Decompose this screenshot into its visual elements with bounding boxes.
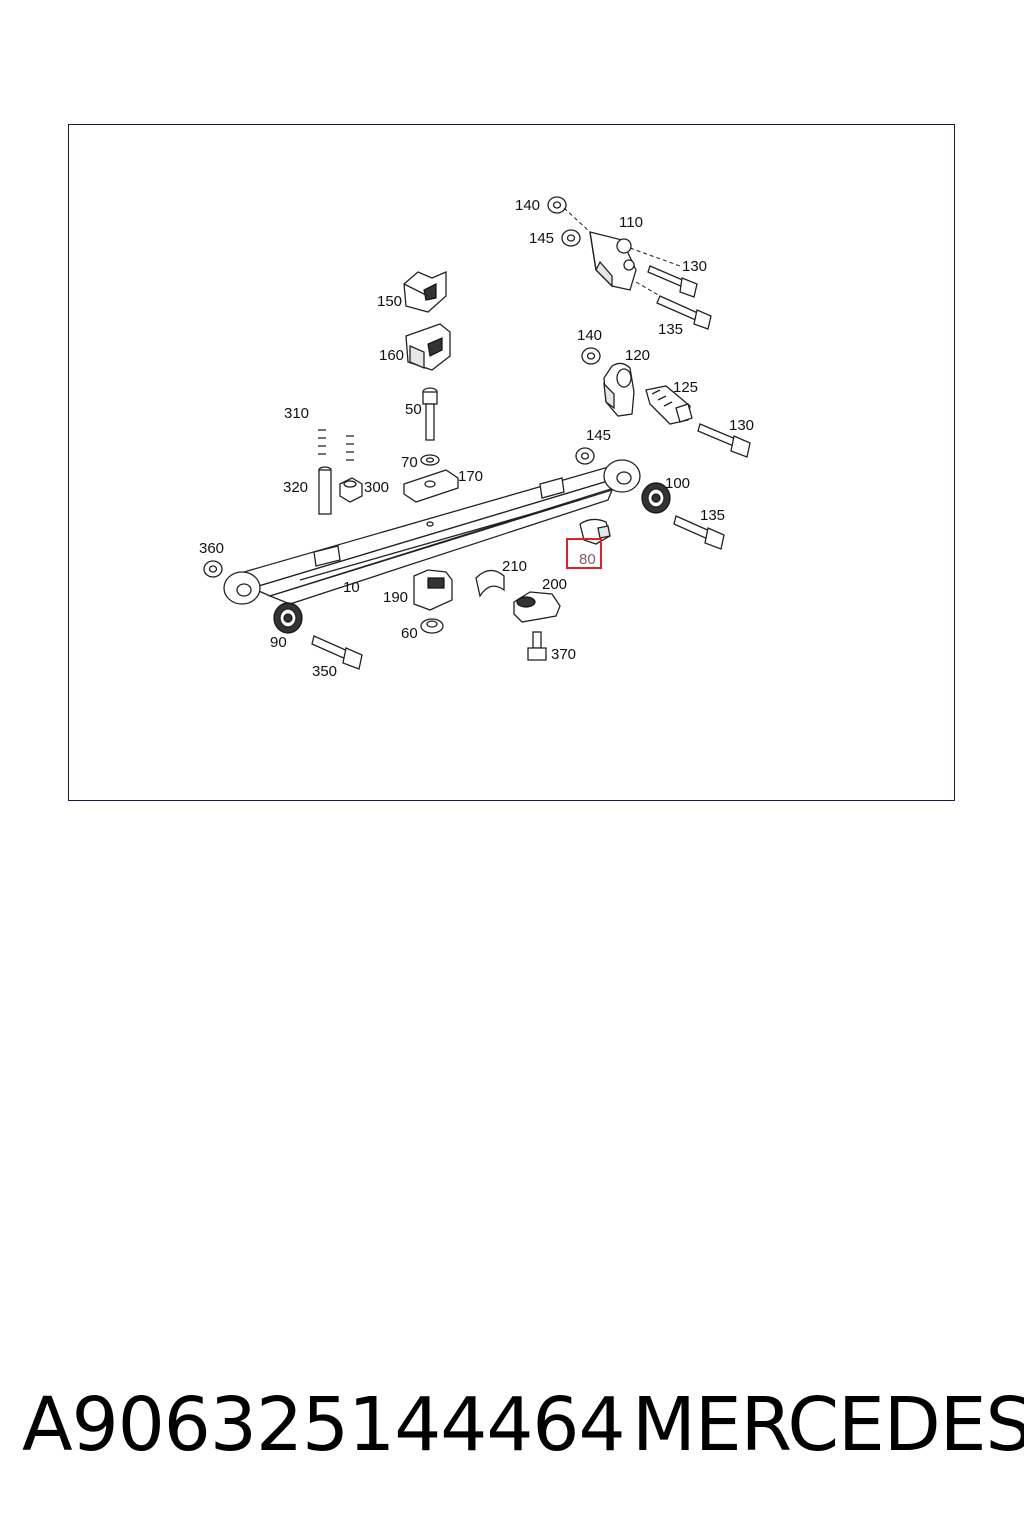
- callout-140-mid: 140: [577, 327, 602, 344]
- washer-140-mid: [581, 347, 601, 365]
- spacer-320: [318, 466, 332, 515]
- bushing-90: [273, 602, 303, 634]
- leaf-spring-10: [223, 459, 641, 605]
- callout-125: 125: [673, 379, 698, 396]
- highlighted-callout-80[interactable]: 80: [566, 538, 602, 569]
- footer-row: A906325144464 MERCEDES: [0, 1380, 1024, 1470]
- callout-210: 210: [502, 558, 527, 575]
- callout-120: 120: [625, 347, 650, 364]
- callout-70: 70: [401, 454, 418, 471]
- bolt-50: [422, 387, 438, 441]
- callout-130-mid: 130: [729, 417, 754, 434]
- callout-370: 370: [551, 646, 576, 663]
- part-number: A906325144464: [22, 1382, 626, 1468]
- diagram-frame: [68, 124, 955, 801]
- callout-190: 190: [383, 589, 408, 606]
- callout-90: 90: [270, 634, 287, 651]
- block-190: [413, 569, 453, 611]
- bolt-370: [527, 631, 547, 661]
- highlight-box: [566, 538, 602, 569]
- bolt-135-right: [673, 515, 725, 550]
- callout-310: 310: [284, 405, 309, 422]
- bracket-120: [603, 362, 635, 417]
- bushing-100: [641, 482, 671, 514]
- brand-name: MERCEDES: [632, 1382, 1024, 1468]
- callout-60: 60: [401, 625, 418, 642]
- pad-160: [405, 323, 451, 371]
- bolt-350: [311, 635, 363, 670]
- nut-300: [339, 477, 363, 503]
- callout-140-top: 140: [515, 197, 540, 214]
- bolt-130-mid: [697, 423, 751, 458]
- washer-145-top: [561, 229, 581, 247]
- u-bolt-310: [318, 380, 354, 464]
- callout-labels: 140 145 110 130 135 150 160 310 50 140 1…: [199, 197, 754, 680]
- callout-50: 50: [405, 401, 422, 418]
- callout-100: 100: [665, 475, 690, 492]
- callout-110: 110: [619, 214, 643, 231]
- callout-145-top: 145: [529, 230, 554, 247]
- callout-135-top: 135: [658, 321, 683, 338]
- pad-150: [403, 271, 447, 313]
- callout-145-mid: 145: [586, 427, 611, 444]
- nut-60: [420, 618, 444, 634]
- callout-350: 350: [312, 663, 337, 680]
- callout-10: 10: [343, 579, 360, 596]
- washer-140-top: [547, 196, 567, 214]
- callout-80: 80: [579, 551, 596, 568]
- bracket-200: [513, 591, 561, 623]
- callout-130-top: 130: [682, 258, 707, 275]
- callout-200: 200: [542, 576, 567, 593]
- bracket-110: [589, 231, 637, 291]
- callout-320: 320: [283, 479, 308, 496]
- saddle-170: [403, 469, 459, 503]
- bump-stop-125: [645, 385, 693, 425]
- callout-160: 160: [379, 347, 404, 364]
- washer-360: [203, 560, 223, 578]
- washer-70: [420, 454, 440, 466]
- bolt-130-top: [647, 265, 698, 298]
- callout-135-right: 135: [700, 507, 725, 524]
- wedge-80: [579, 518, 611, 545]
- callout-170: 170: [458, 468, 483, 485]
- callout-150: 150: [377, 293, 402, 310]
- clip-210: [475, 569, 505, 598]
- callout-360: 360: [199, 540, 224, 557]
- washer-145-mid: [575, 447, 595, 465]
- callout-300: 300: [364, 479, 389, 496]
- bolt-135-top: [656, 295, 712, 330]
